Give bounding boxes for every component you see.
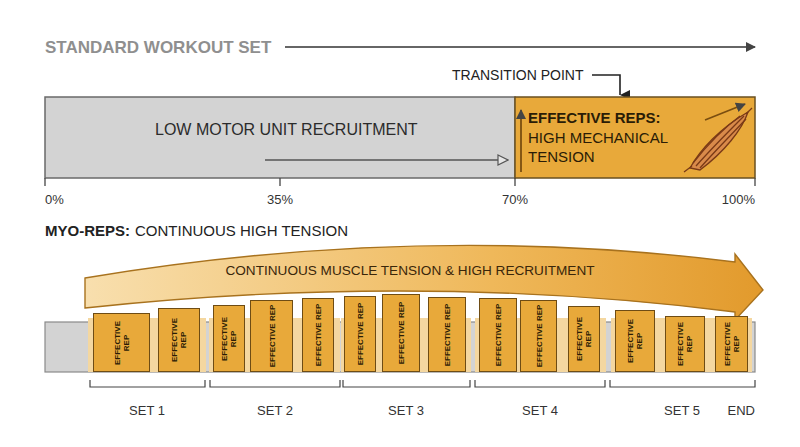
section-heading: CONTINUOUS HIGH TENSION	[135, 222, 348, 239]
effective-rep-block: EFFECTIVE REP	[344, 296, 376, 372]
block-label: EFFECTIVE REP	[494, 301, 503, 369]
block-label: EFFECTIVE REP	[267, 303, 276, 369]
transition-label: TRANSITION POINT	[452, 67, 583, 83]
axis-label: 70%	[502, 192, 528, 207]
timeline-arrow	[285, 46, 755, 48]
zone-body: HIGH MECHANICAL TENSION	[528, 128, 686, 166]
axis-label: 100%	[722, 192, 755, 207]
rise-arrow	[520, 110, 522, 172]
block-label: EFFECTIVE REP	[397, 297, 406, 369]
chart-title: STANDARD WORKOUT SET	[45, 38, 271, 58]
muscle-illustration	[684, 104, 752, 172]
axis-ticks	[45, 178, 755, 186]
effective-reps-zone: EFFECTIVE REPS:HIGH MECHANICAL TENSION	[515, 97, 755, 178]
axis-label: 35%	[267, 192, 293, 207]
end-label: END	[728, 403, 755, 418]
axis-label: 0%	[45, 192, 64, 207]
block-label: EFFECTIVE REP	[170, 311, 188, 369]
effective-rep-block: EFFECTIVE REP	[568, 306, 600, 372]
effective-rep-block: EFFECTIVE REP	[520, 300, 557, 372]
block-label: EFFECTIVE REP	[575, 309, 593, 369]
effective-rep-block: EFFECTIVE REP	[250, 300, 293, 372]
set-label: SET 4	[522, 403, 558, 418]
effective-rep-block: EFFECTIVE REP	[715, 316, 748, 372]
effective-rep-block: EFFECTIVE REP	[158, 308, 200, 372]
block-label: EFFECTIVE REP	[723, 319, 741, 369]
effective-fill	[515, 97, 755, 178]
recruitment-arrow	[265, 159, 508, 161]
block-label: EFFECTIVE REP	[220, 308, 238, 369]
effective-rep-block: EFFECTIVE REP	[428, 297, 466, 372]
block-label: EFFECTIVE REP	[534, 303, 543, 369]
block-label: EFFECTIVE REP	[356, 299, 365, 369]
set-label: SET 3	[388, 403, 424, 418]
zone-heading: EFFECTIVE REPS:	[528, 108, 661, 127]
block-label: EFFECTIVE REP	[314, 301, 323, 369]
effective-rep-block: EFFECTIVE REP	[302, 298, 334, 372]
block-label: EFFECTIVE REP	[626, 313, 644, 369]
section-heading: MYO-REPS:	[45, 222, 130, 239]
set-label: SET 2	[257, 403, 293, 418]
block-label: EFFECTIVE REP	[113, 316, 131, 369]
effective-rep-block: EFFECTIVE REP	[93, 313, 150, 372]
low-recruitment-fill	[45, 97, 515, 178]
set-label: SET 1	[129, 403, 165, 418]
set-brackets	[90, 380, 755, 387]
zone-label: LOW MOTOR UNIT RECRUITMENT	[155, 121, 418, 139]
effective-rep-block: EFFECTIVE REP	[479, 298, 517, 372]
effective-rep-block: EFFECTIVE REP	[615, 310, 655, 372]
effective-rep-block: EFFECTIVE REP	[213, 305, 245, 372]
effective-rep-block: EFFECTIVE REP	[665, 316, 705, 372]
transition-pointer	[592, 75, 620, 95]
block-label: EFFECTIVE REP	[676, 319, 694, 369]
zone-label: CONTINUOUS MUSCLE TENSION & HIGH RECRUIT…	[225, 263, 594, 278]
block-label: EFFECTIVE REP	[443, 300, 452, 369]
set-label: SET 5	[664, 403, 700, 418]
low-recruitment-zone: LOW MOTOR UNIT RECRUITMENT	[45, 97, 515, 178]
effective-rep-block: EFFECTIVE REP	[382, 294, 420, 372]
